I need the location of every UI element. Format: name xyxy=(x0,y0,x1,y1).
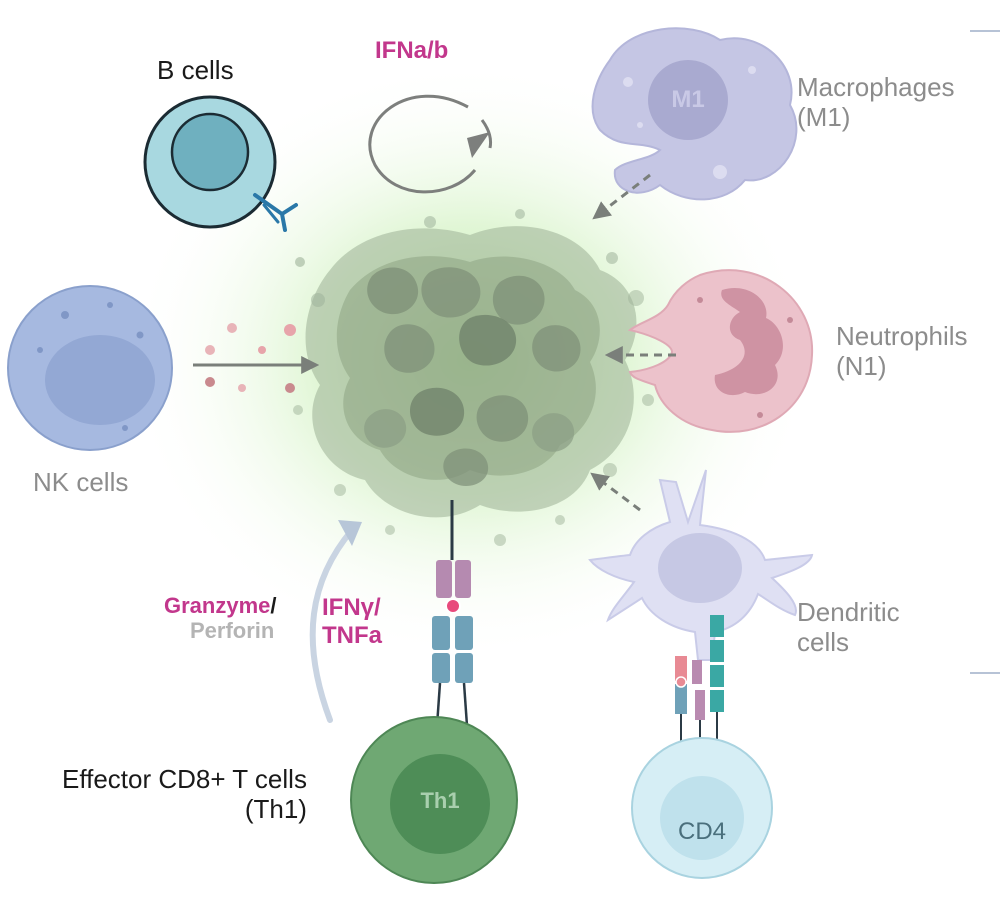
nk-cell xyxy=(7,285,173,451)
tcr-receptor-icon xyxy=(432,500,473,741)
ifng-tnfa-label: IFNγ/ TNFa xyxy=(322,594,382,649)
th1-cell xyxy=(350,716,518,884)
neutrophils-label: Neutrophils (N1) xyxy=(836,321,968,381)
tumor-mass xyxy=(293,209,654,546)
granzyme-arrowhead xyxy=(338,520,362,546)
granzyme-perforin-label: Granzyme/ Perforin xyxy=(164,593,277,644)
dendritic-cells-label: Dendritic cells xyxy=(797,597,900,657)
macrophage-arrow xyxy=(592,173,651,220)
dendritic-cell xyxy=(588,469,814,661)
ifn-ab-label: IFNa/b xyxy=(375,37,449,64)
effector-label: Effector CD8+ T cells (Th1) xyxy=(62,764,307,824)
tcr-receptor-icon xyxy=(675,615,724,742)
b-cell xyxy=(143,95,277,229)
granules xyxy=(205,323,296,393)
nk-cells-label: NK cells xyxy=(33,467,129,497)
dendritic-arrow xyxy=(590,472,641,512)
b-cells-label: B cells xyxy=(157,55,234,85)
m1-label: M1 xyxy=(671,86,705,113)
cd4-cell xyxy=(631,737,773,879)
macrophages-label: Macrophages (M1) xyxy=(797,72,955,132)
antibody-icon xyxy=(253,193,298,232)
granzyme-arrow xyxy=(309,527,355,723)
th1-label: Th1 xyxy=(420,788,460,813)
neutrophil-cell xyxy=(627,269,814,433)
macrophage-cell xyxy=(591,27,798,201)
cycle-arrow-icon xyxy=(368,94,492,194)
cd4-label: CD4 xyxy=(677,818,726,845)
